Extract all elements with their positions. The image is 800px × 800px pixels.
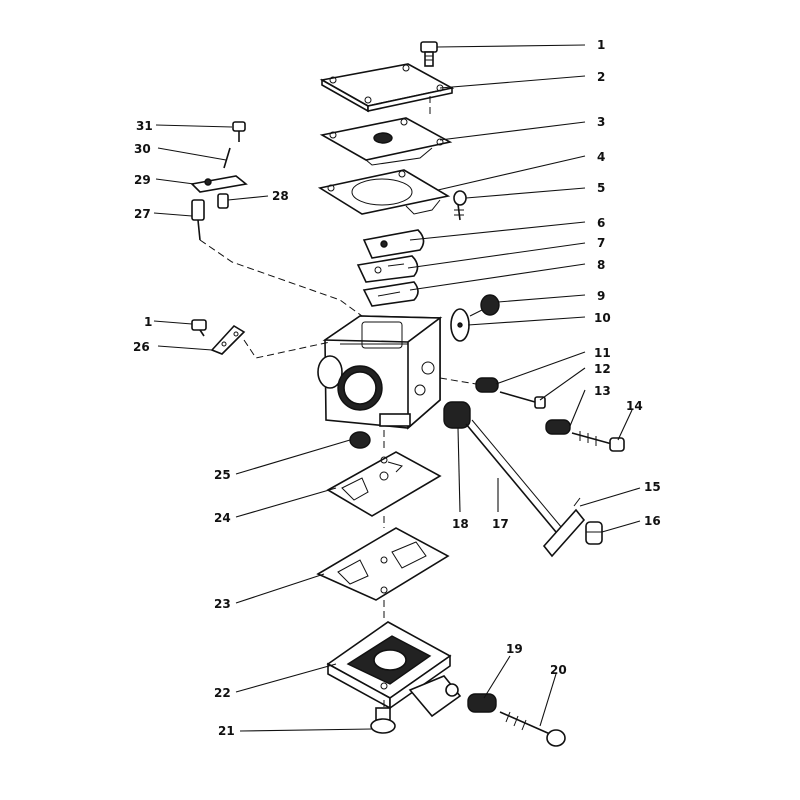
callout-8: 8 [597,258,605,272]
part-lever-nut [585,521,603,545]
callout-23: 23 [214,597,231,611]
callout-1-left: 1 [144,315,152,329]
callout-10: 10 [594,311,611,325]
callout-30: 30 [134,142,151,156]
callout-12: 12 [594,362,611,376]
callout-25: 25 [214,468,231,482]
callout-16: 16 [644,514,661,528]
part-gasket [317,169,451,215]
part-adjust-screws [475,377,625,452]
leader-lines [153,44,641,732]
part-plates-6-7-8 [356,229,425,307]
callout-19: 19 [506,642,523,656]
part-diaphragm-24 [326,451,442,517]
callout-29: 29 [134,173,151,187]
callout-1: 1 [597,38,605,52]
callout-14: 14 [626,399,643,413]
callout-26: 26 [133,340,150,354]
callout-27: 27 [134,207,151,221]
parts-art [190,41,625,747]
callout-24: 24 [214,511,231,525]
callout-13: 13 [594,384,611,398]
part-diaphragm [319,117,453,166]
callout-15: 15 [644,480,661,494]
part-disc-valve [450,294,500,342]
callout-labels: 1 2 3 4 5 6 7 8 9 10 11 12 13 14 15 16 1… [133,38,661,738]
callout-5: 5 [597,181,605,195]
callout-6: 6 [597,216,605,230]
callout-11: 11 [594,346,611,360]
callout-21: 21 [218,724,235,738]
part-carburetor-body [317,315,443,430]
part-screen-25 [349,431,371,449]
part-idle-screw [467,693,566,747]
callout-9: 9 [597,289,605,303]
part-screw-21 [370,707,396,734]
part-gasket-23 [316,527,450,601]
callout-22: 22 [214,686,231,700]
callout-2: 2 [597,70,605,84]
part-cover-plate [319,63,455,113]
assembly-guide-lines [199,96,477,708]
callout-18: 18 [452,517,469,531]
part-pump-cover [326,621,462,718]
callout-3: 3 [597,115,605,129]
callout-20: 20 [550,663,567,677]
callout-28: 28 [272,189,289,203]
part-choke-assembly [190,121,248,241]
part-screw-5 [453,190,467,221]
callout-4: 4 [597,150,605,164]
callout-31: 31 [136,119,153,133]
callout-17: 17 [492,517,509,531]
part-screw-top [420,41,438,67]
part-bracket-26 [191,319,246,355]
part-throttle-shaft [443,401,586,558]
callout-7: 7 [597,236,605,250]
